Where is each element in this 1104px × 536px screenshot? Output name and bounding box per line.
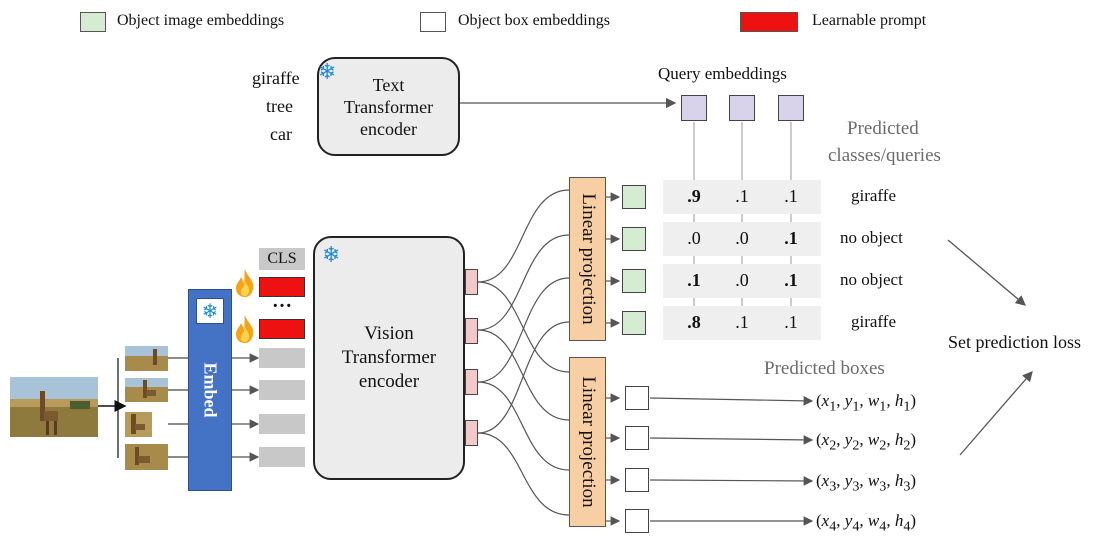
predicted-boxes-label: Predicted boxes [764, 358, 885, 379]
patch-token-3 [259, 414, 305, 434]
text-query-giraffe: giraffe [252, 68, 300, 88]
score-row-4 [663, 306, 821, 340]
score-row-2 [663, 222, 821, 256]
image-crop-1 [125, 346, 168, 371]
image-crop-3 [125, 412, 152, 437]
score-r4-c3: .1 [784, 312, 798, 332]
query-embedding-1 [681, 95, 707, 121]
input-image [10, 377, 98, 437]
legend-label-box-embeddings: Object box embeddings [458, 12, 610, 29]
embed-snowflake-icon: ❄ [196, 298, 224, 324]
class-label-1: giraffe [851, 186, 896, 205]
text-encoder-title-line2: Transformer [343, 96, 434, 117]
cls-token-label: CLS [267, 250, 297, 267]
object-box-embedding-4 [625, 509, 649, 533]
image-crop-2 [125, 378, 168, 402]
score-r2-c1: .0 [687, 228, 701, 248]
learnable-prompt-token-2 [259, 319, 305, 339]
box-prediction-1: (x1, y1, w1, h1) [816, 391, 917, 415]
flame-icon-1 [236, 269, 254, 297]
box-prediction-4: (x4, y4, w4, h4) [816, 511, 917, 535]
vision-encoder-title-line2: Transformer [341, 347, 437, 368]
object-box-embedding-1 [625, 386, 649, 410]
legend-swatch-box-embeddings [420, 12, 446, 32]
text-encoder-title-line1: Text [372, 74, 405, 95]
query-embedding-2 [729, 95, 755, 121]
score-r1-c1: .9 [687, 186, 701, 206]
output-token-2 [465, 318, 478, 344]
linear-projection-boxes-label: Linear projection [577, 376, 599, 508]
score-r3-c1: .1 [687, 270, 701, 290]
score-r1-c3: .1 [784, 186, 798, 206]
object-box-embedding-3 [625, 468, 649, 492]
predicted-classes-label-line1: Predicted [847, 118, 919, 139]
predicted-classes-label-line2: classes/queries [828, 145, 941, 166]
frozen-snowflake-icon: ❄ [318, 60, 337, 85]
query-embeddings-label: Query embeddings [658, 64, 787, 83]
object-box-embedding-2 [625, 426, 649, 450]
linear-projection-boxes: Linear projection [569, 357, 606, 527]
vision-snowflake-icon: ❄ [322, 243, 341, 268]
vision-encoder-title-line1: Vision [364, 323, 414, 344]
linear-projection-classes-label: Linear projection [577, 193, 599, 325]
score-row-3 [663, 264, 821, 298]
image-crop-4 [125, 444, 168, 470]
text-encoder-title-line3: encoder [360, 118, 417, 139]
query-embedding-3 [778, 95, 804, 121]
class-label-2: no object [840, 228, 903, 247]
box-prediction-2: (x2, y2, w2, h2) [816, 430, 917, 454]
prompt-ellipsis: … [272, 290, 292, 312]
cls-token: CLS [259, 248, 305, 270]
class-label-3: no object [840, 270, 903, 289]
embed-label: Embed [200, 362, 221, 418]
output-token-4 [465, 420, 478, 446]
vision-encoder-title-line3: encoder [358, 371, 420, 392]
linear-projection-classes: Linear projection [569, 177, 606, 341]
flame-icon-2 [236, 315, 254, 343]
object-image-embedding-3 [622, 269, 646, 293]
score-r2-c3: .1 [784, 228, 798, 248]
text-transformer-encoder: Text Transformer encoder [317, 57, 460, 156]
vision-transformer-encoder: Vision Transformer encoder [313, 236, 465, 480]
legend-swatch-learnable-prompt [740, 12, 798, 32]
text-query-car: car [270, 124, 292, 144]
patch-token-1 [259, 348, 305, 368]
score-r1-c2: .1 [735, 186, 749, 206]
score-r3-c2: .0 [735, 270, 749, 290]
box-prediction-3: (x3, y3, w3, h3) [816, 471, 917, 495]
patch-token-2 [259, 380, 305, 400]
text-query-tree: tree [266, 96, 293, 116]
score-row-1 [663, 180, 821, 214]
class-label-4: giraffe [851, 312, 896, 331]
score-r3-c3: .1 [784, 270, 798, 290]
patch-token-4 [259, 447, 305, 467]
legend-label-image-embeddings: Object image embeddings [117, 12, 285, 29]
legend-swatch-image-embeddings [80, 12, 106, 32]
score-r2-c2: .0 [735, 228, 749, 248]
score-r4-c2: .1 [735, 312, 749, 332]
score-r4-c1: .8 [687, 312, 701, 332]
output-token-3 [465, 369, 478, 395]
object-image-embedding-4 [622, 311, 646, 335]
object-image-embedding-1 [622, 185, 646, 209]
output-token-1 [465, 269, 478, 295]
set-prediction-loss-label: Set prediction loss [948, 332, 1081, 352]
learnable-prompt-token-1 [259, 277, 305, 297]
object-image-embedding-2 [622, 227, 646, 251]
legend-label-learnable-prompt: Learnable prompt [812, 12, 927, 29]
